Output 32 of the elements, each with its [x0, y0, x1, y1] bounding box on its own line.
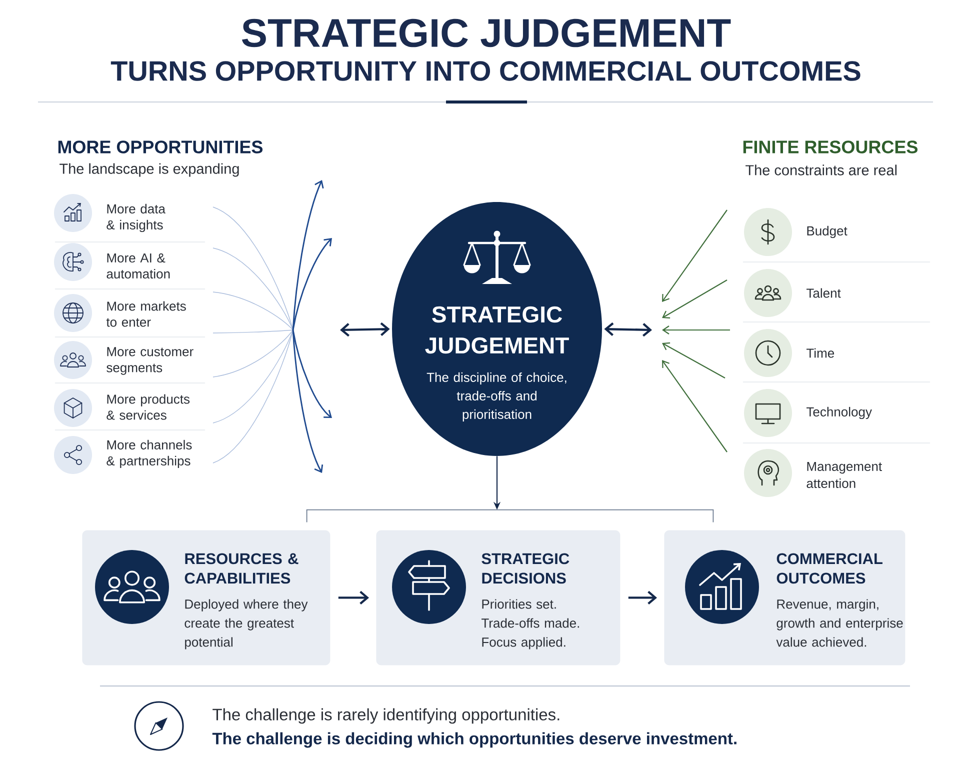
item-label: More data & insights: [106, 204, 166, 232]
item-label: Talent: [806, 288, 841, 298]
card-heading: STRATEGIC DECISIONS: [482, 553, 570, 584]
column-heading: FINITE RESOURCES: [743, 140, 918, 154]
card-heading: RESOURCES & CAPABILITIES: [184, 553, 298, 584]
title: STRATEGIC JUDGEMENT: [242, 18, 731, 48]
arrow: [340, 322, 390, 337]
item-label: More markets to enter: [106, 301, 186, 327]
bracket: [306, 509, 714, 523]
footer-text: The challenge is rarely identifying opportunities.: [212, 708, 560, 724]
column-heading: MORE OPPORTUNITIES: [58, 140, 263, 154]
arrow: [338, 590, 369, 605]
item-label: More products & services: [106, 394, 190, 420]
footer-emphasis: The challenge is deciding which opportunities deserve investment.: [212, 732, 736, 748]
item-label: Budget: [807, 226, 848, 238]
ellipse-text: The discipline of choice, trade-offs and prioritisation: [426, 372, 566, 422]
arrow: [604, 322, 652, 337]
item-label: More channels & partnerships: [106, 440, 192, 468]
ellipse-heading: STRATEGIC JUDGEMENT: [425, 306, 569, 354]
subtitle: TURNS OPPORTUNITY INTO COMMERCIAL OUTCOMES: [110, 61, 860, 81]
column-subheading: The constraints are real: [746, 164, 897, 176]
item-label: Time: [806, 348, 834, 358]
card-text: Revenue, margin, growth and enterprise value achieved.: [776, 599, 903, 647]
item-label: More AI & automation: [106, 253, 170, 279]
item-label: Management attention: [806, 462, 882, 488]
arrow: [628, 590, 657, 605]
card-heading: COMMERCIAL OUTCOMES: [776, 553, 882, 584]
card-text: Priorities set. Trade-offs made. Focus applied.: [482, 599, 579, 650]
item-label: More customer segments: [106, 347, 194, 375]
card-text: Deployed where they create the greatest potential: [184, 599, 308, 650]
item-label: Technology: [806, 406, 872, 420]
column-subheading: The landscape is expanding: [60, 163, 239, 177]
